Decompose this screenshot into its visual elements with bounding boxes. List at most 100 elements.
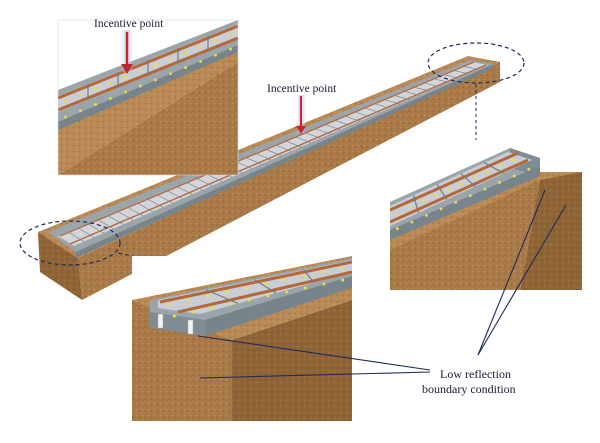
slab-joint: [87, 223, 104, 234]
slab-joint: [333, 119, 351, 126]
fastener-dot: [94, 87, 97, 91]
slab-joint: [156, 194, 173, 204]
fastener-dot: [454, 200, 458, 204]
fastener-dot: [247, 298, 251, 302]
slab-joint: [195, 177, 213, 186]
fastener-dot: [172, 314, 176, 318]
slab-joint: [393, 94, 410, 100]
main-incentive-arrow: [296, 95, 306, 134]
slab-joint: [422, 82, 439, 87]
fastener-dot: [79, 93, 82, 97]
slab-joint: [284, 140, 301, 148]
fastener-dot: [483, 187, 487, 191]
fastener-dot: [468, 194, 472, 198]
slab-joint: [303, 269, 315, 283]
slab-joint: [383, 98, 400, 105]
fastener-dot: [225, 290, 229, 294]
fastener-dot: [229, 47, 232, 51]
fastener-dot: [527, 167, 531, 171]
slab-joint: [176, 185, 193, 195]
main-track-model: [38, 56, 500, 300]
fastener-dot: [486, 170, 489, 174]
fastener-dot: [425, 214, 428, 217]
slab-joint: [452, 69, 469, 74]
fastener-dot: [139, 84, 142, 88]
fastener-dot: [410, 220, 414, 224]
main-soil-front: [78, 62, 500, 300]
inset-top-left: [57, 19, 239, 176]
main-concrete-side: [76, 64, 494, 258]
fastener-dot: [499, 164, 502, 168]
fastener-dot: [184, 66, 187, 69]
right-end-highlight-ellipse: [427, 42, 525, 84]
fastener-dot: [210, 306, 214, 310]
fastener-dot: [206, 294, 210, 298]
fastener-dot: [512, 174, 516, 178]
inset-bottom: [132, 256, 352, 421]
fastener-dot: [169, 72, 172, 76]
slab-joint: [373, 103, 390, 109]
fastener-dot: [191, 310, 195, 314]
fastener-dot: [303, 286, 307, 290]
slab-joint: [107, 214, 124, 225]
slab-joint: [245, 156, 262, 165]
fastener-dot: [79, 109, 82, 113]
fastener-dot: [264, 282, 268, 286]
boundary-callout-lines: [197, 189, 567, 379]
slab-joint: [274, 144, 291, 152]
slab-joint: [413, 195, 419, 213]
fastener-dot: [187, 298, 191, 302]
inset-incentive-arrow: [121, 30, 133, 74]
fastener-dot: [408, 205, 411, 209]
slab-joint: [116, 210, 134, 221]
fastener-dot: [228, 302, 232, 306]
slab-joint: [436, 184, 448, 200]
fastener-dot: [434, 193, 437, 197]
fastener-dot: [94, 103, 97, 106]
left-end-highlight-ellipse: [19, 220, 121, 266]
fastener-dot: [109, 81, 112, 85]
fastener-dot: [283, 278, 287, 282]
fastener-dot: [109, 97, 112, 100]
fastener-dot: [124, 75, 127, 79]
slab-joint: [166, 190, 183, 199]
fastener-dot: [229, 33, 232, 37]
slab-joint: [353, 111, 370, 118]
fastener-dot: [498, 181, 501, 184]
boundary-label-line2: boundary condition: [422, 382, 516, 396]
slab-joint: [254, 279, 277, 294]
slab-joint: [324, 123, 341, 130]
fastener-dot: [214, 53, 217, 57]
fastener-dot: [168, 302, 172, 306]
slab-joint: [343, 115, 360, 122]
slab-joint: [206, 289, 239, 305]
slab-joint: [77, 227, 94, 238]
fastener-dot: [341, 278, 345, 282]
fastener-dot: [214, 39, 217, 43]
slab-joint: [255, 152, 272, 161]
main-rail-left: [59, 61, 475, 237]
slab-joint: [304, 132, 321, 139]
slab-joint: [67, 231, 85, 242]
slab-joint: [460, 173, 476, 187]
fastener-dot: [439, 207, 443, 211]
fastener-dot: [169, 57, 172, 61]
fastener-dot: [64, 115, 67, 119]
fastener-dot: [266, 294, 270, 298]
slab-joint: [294, 136, 311, 143]
fastener-dot: [473, 176, 476, 180]
slab-joint: [146, 198, 163, 208]
incentive-point-label-main: Incentive point: [267, 83, 337, 95]
fastener-dot: [139, 69, 142, 73]
slab-joint: [136, 202, 154, 212]
fastener-dot: [395, 211, 398, 215]
inset-right: [390, 140, 582, 290]
main-soil-end: [38, 232, 82, 300]
fastener-dot: [184, 51, 187, 55]
fastener-dot: [199, 60, 202, 63]
main-slab-strip: [58, 62, 488, 246]
boundary-label-line1: Low reflection: [440, 367, 511, 381]
slab-joint: [185, 181, 203, 191]
fastener-dot: [340, 266, 344, 270]
fastener-dot: [124, 90, 127, 94]
